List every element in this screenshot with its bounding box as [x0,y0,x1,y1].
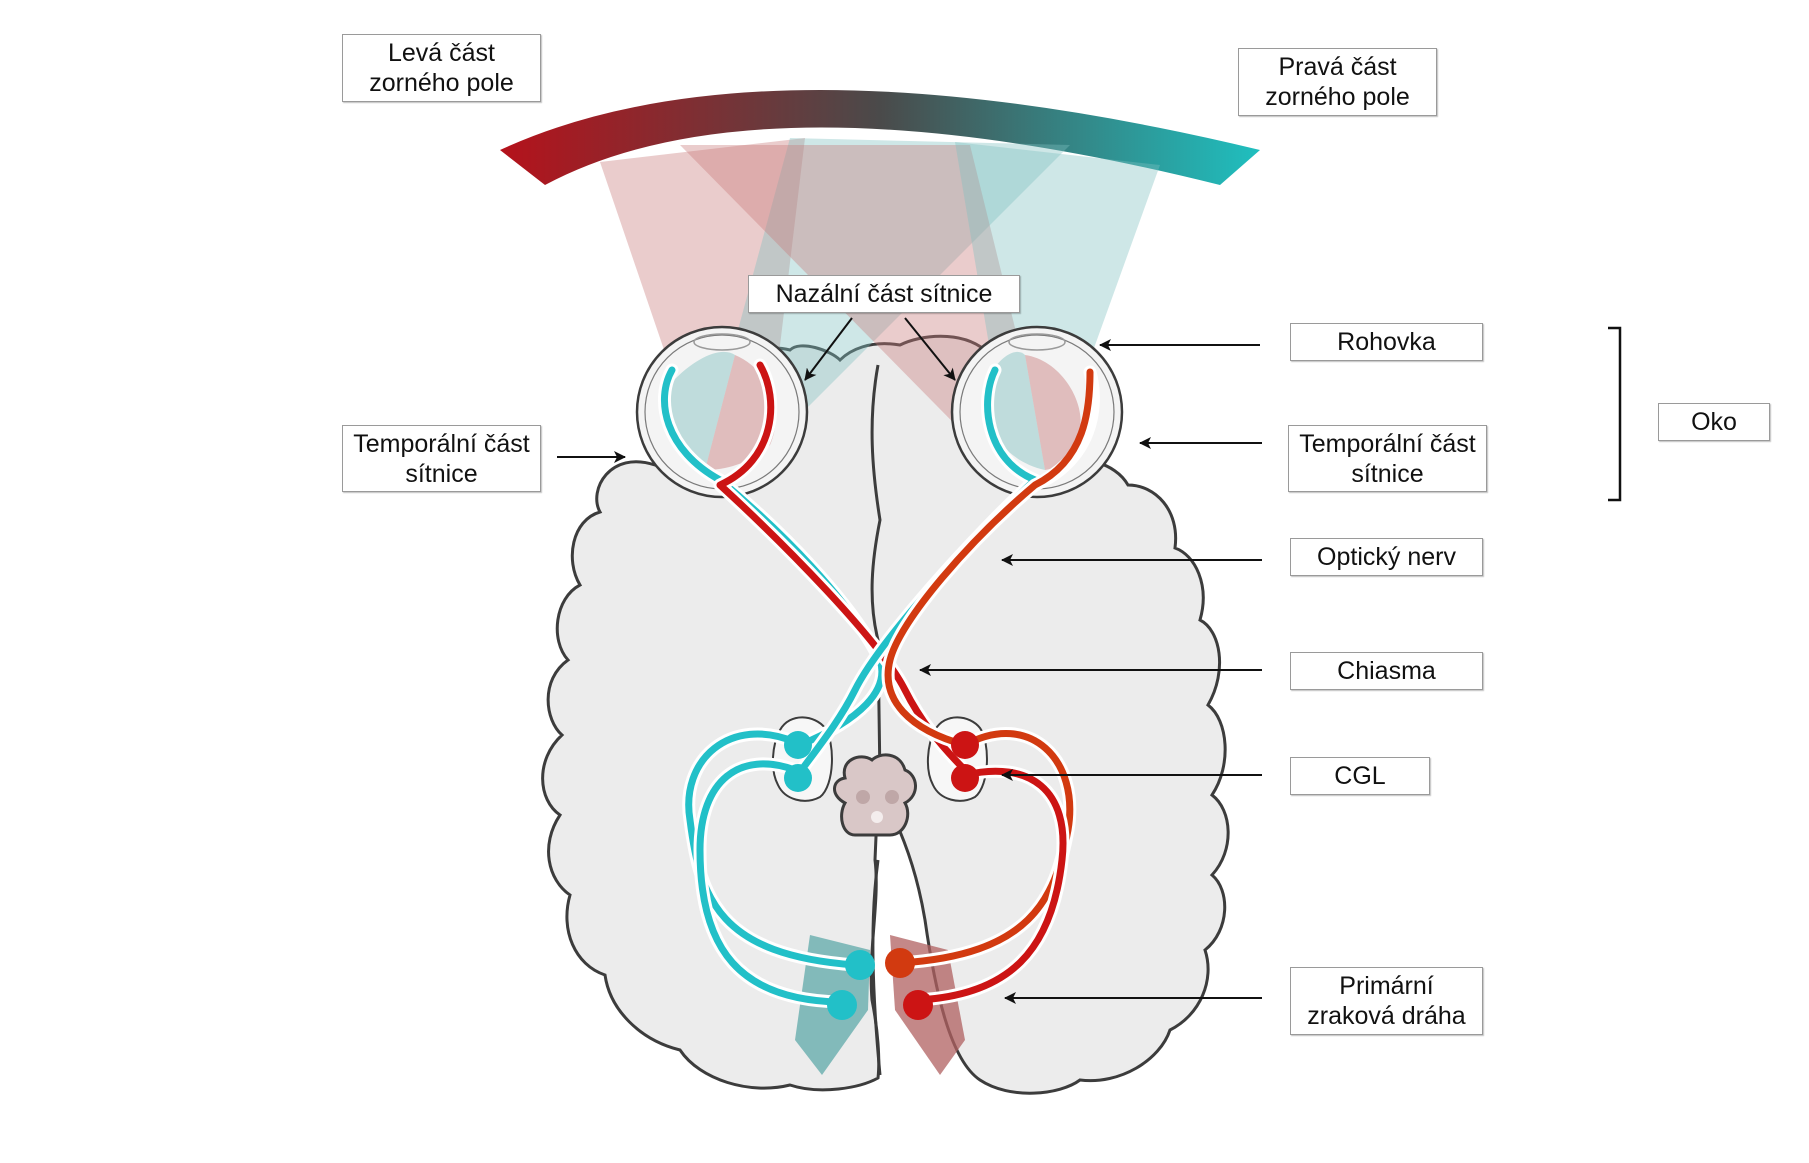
label-temporal-retina-right: Temporální část sítnice [1288,425,1487,492]
label-left-visual-field: Levá část zorného pole [342,34,541,102]
visual-field-arc [500,90,1260,185]
right-lgn-node-top [951,731,979,759]
left-lgn-node-bottom [784,764,812,792]
label-cgl-text: CGL [1334,762,1386,790]
brainstem-spot-right [885,790,899,804]
label-temporal-retina-right-line1: Temporální část [1299,429,1476,458]
label-primary-visual-line1: Primární [1339,972,1434,1000]
label-chiasm-text: Chiasma [1337,657,1436,685]
right-cortex-node-bottom [903,990,933,1020]
left-cortex-node-bottom [827,990,857,1020]
label-temporal-retina-right-line2: sítnice [1351,459,1424,488]
left-cornea [693,333,751,351]
right-cortex-node-top [885,948,915,978]
label-nasal-retina: Nazální část sítnice [748,275,1020,313]
pointer-arrows [557,317,1262,1004]
right-cornea [1008,333,1066,351]
label-temporal-retina-left-line1: Temporální část [353,429,530,458]
label-optic-nerve-text: Optický nerv [1317,543,1456,571]
label-temporal-retina-left-line2: sítnice [405,459,478,488]
label-right-visual-field-line1: Pravá část [1278,53,1397,81]
left-cortex-node-top [845,950,875,980]
label-left-visual-field-line2: zorného pole [369,69,514,97]
label-eye-text: Oko [1691,408,1737,436]
label-chiasm: Chiasma [1290,652,1483,690]
label-right-visual-field-line2: zorného pole [1265,83,1410,111]
label-nasal-retina-text: Nazální část sítnice [775,280,993,308]
label-cornea: Rohovka [1290,323,1483,361]
brainstem-spot-center [871,811,883,823]
eye-bracket [1608,326,1622,502]
label-left-visual-field-line1: Levá část [387,39,495,67]
brainstem-spot-left [856,790,870,804]
label-temporal-retina-left: Temporální část sítnice [342,425,541,492]
longitudinal-fissure [870,364,882,781]
label-cornea-text: Rohovka [1337,328,1436,356]
label-cgl: CGL [1290,757,1430,795]
label-right-visual-field: Pravá část zorného pole [1238,48,1437,116]
right-eye-lens-red [1025,355,1081,470]
brainstem [833,753,917,837]
label-primary-visual-pathway: Primární zraková dráha [1290,967,1483,1035]
right-lgn-node-bottom [951,764,979,792]
label-eye: Oko [1658,403,1770,441]
arrow-nasal-left [804,317,853,381]
arrow-nasal-right [904,317,956,381]
label-primary-visual-line2: zraková dráha [1307,1002,1466,1030]
left-lgn-node-top [784,731,812,759]
label-optic-nerve: Optický nerv [1290,538,1483,576]
